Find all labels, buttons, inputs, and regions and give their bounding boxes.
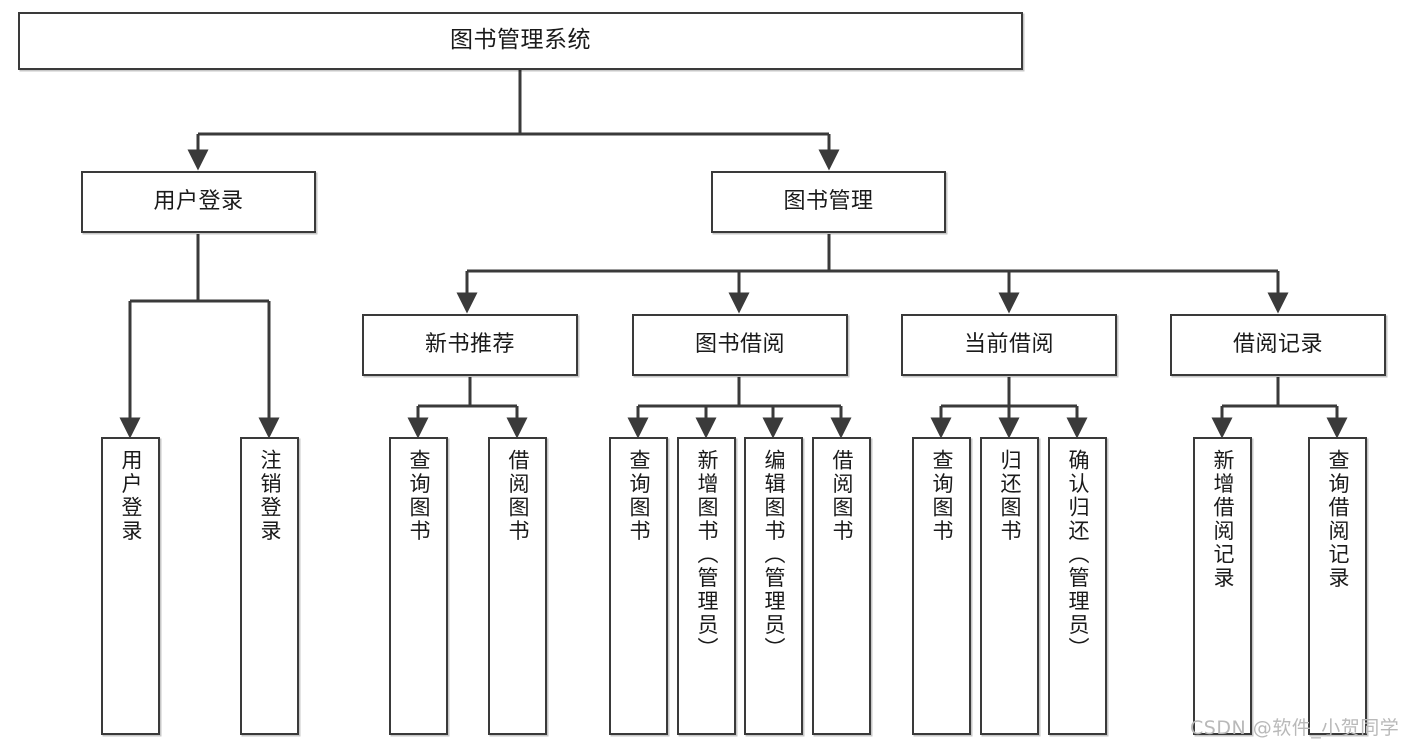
node-label: 图书借阅 [694, 332, 785, 358]
node-book-borrow[interactable]: 图书借阅 [632, 314, 848, 376]
node-label: 查询图书 [930, 449, 954, 543]
node-label: 确认归还（管理员） [1066, 449, 1090, 661]
node-borrow-record[interactable]: 借阅记录 [1170, 314, 1386, 376]
node-label: 注销登录 [258, 449, 282, 543]
node-user-login[interactable]: 用户登录 [81, 171, 316, 233]
watermark-text: CSDN @软件_小贺同学 [1190, 717, 1400, 739]
leaf-query-book-borrow[interactable]: 查询图书 [609, 437, 668, 735]
node-label: 归还图书 [998, 449, 1022, 543]
node-label: 用户登录 [153, 189, 244, 215]
node-label: 借阅记录 [1232, 332, 1323, 358]
node-label: 查询图书 [407, 449, 431, 543]
leaf-return-book[interactable]: 归还图书 [980, 437, 1039, 735]
leaf-add-book-admin[interactable]: 新增图书（管理员） [677, 437, 736, 735]
node-label: 查询图书 [627, 449, 651, 543]
node-label: 图书管理系统 [450, 27, 591, 54]
node-label: 借阅图书 [830, 449, 854, 543]
node-new-book-recommend[interactable]: 新书推荐 [362, 314, 578, 376]
leaf-query-book-current[interactable]: 查询图书 [912, 437, 971, 735]
node-label: 编辑图书（管理员） [762, 449, 786, 661]
leaf-query-borrow-record[interactable]: 查询借阅记录 [1308, 437, 1367, 735]
leaf-edit-book-admin[interactable]: 编辑图书（管理员） [744, 437, 803, 735]
node-root-book-management-system[interactable]: 图书管理系统 [18, 12, 1023, 70]
node-label: 新增借阅记录 [1211, 449, 1235, 590]
leaf-add-borrow-record[interactable]: 新增借阅记录 [1193, 437, 1252, 735]
node-label: 新增图书（管理员） [695, 449, 719, 661]
node-current-borrow[interactable]: 当前借阅 [901, 314, 1117, 376]
leaf-user-login[interactable]: 用户登录 [101, 437, 160, 735]
leaf-confirm-return-admin[interactable]: 确认归还（管理员） [1048, 437, 1107, 735]
node-book-management[interactable]: 图书管理 [711, 171, 946, 233]
leaf-borrow-book-recommend[interactable]: 借阅图书 [488, 437, 547, 735]
node-label: 当前借阅 [963, 332, 1054, 358]
node-label: 借阅图书 [506, 449, 530, 543]
leaf-borrow-book[interactable]: 借阅图书 [812, 437, 871, 735]
leaf-logout[interactable]: 注销登录 [240, 437, 299, 735]
node-label: 图书管理 [783, 189, 874, 215]
node-label: 新书推荐 [424, 332, 515, 358]
leaf-query-book-recommend[interactable]: 查询图书 [389, 437, 448, 735]
node-label: 用户登录 [119, 449, 143, 543]
node-label: 查询借阅记录 [1326, 449, 1350, 590]
